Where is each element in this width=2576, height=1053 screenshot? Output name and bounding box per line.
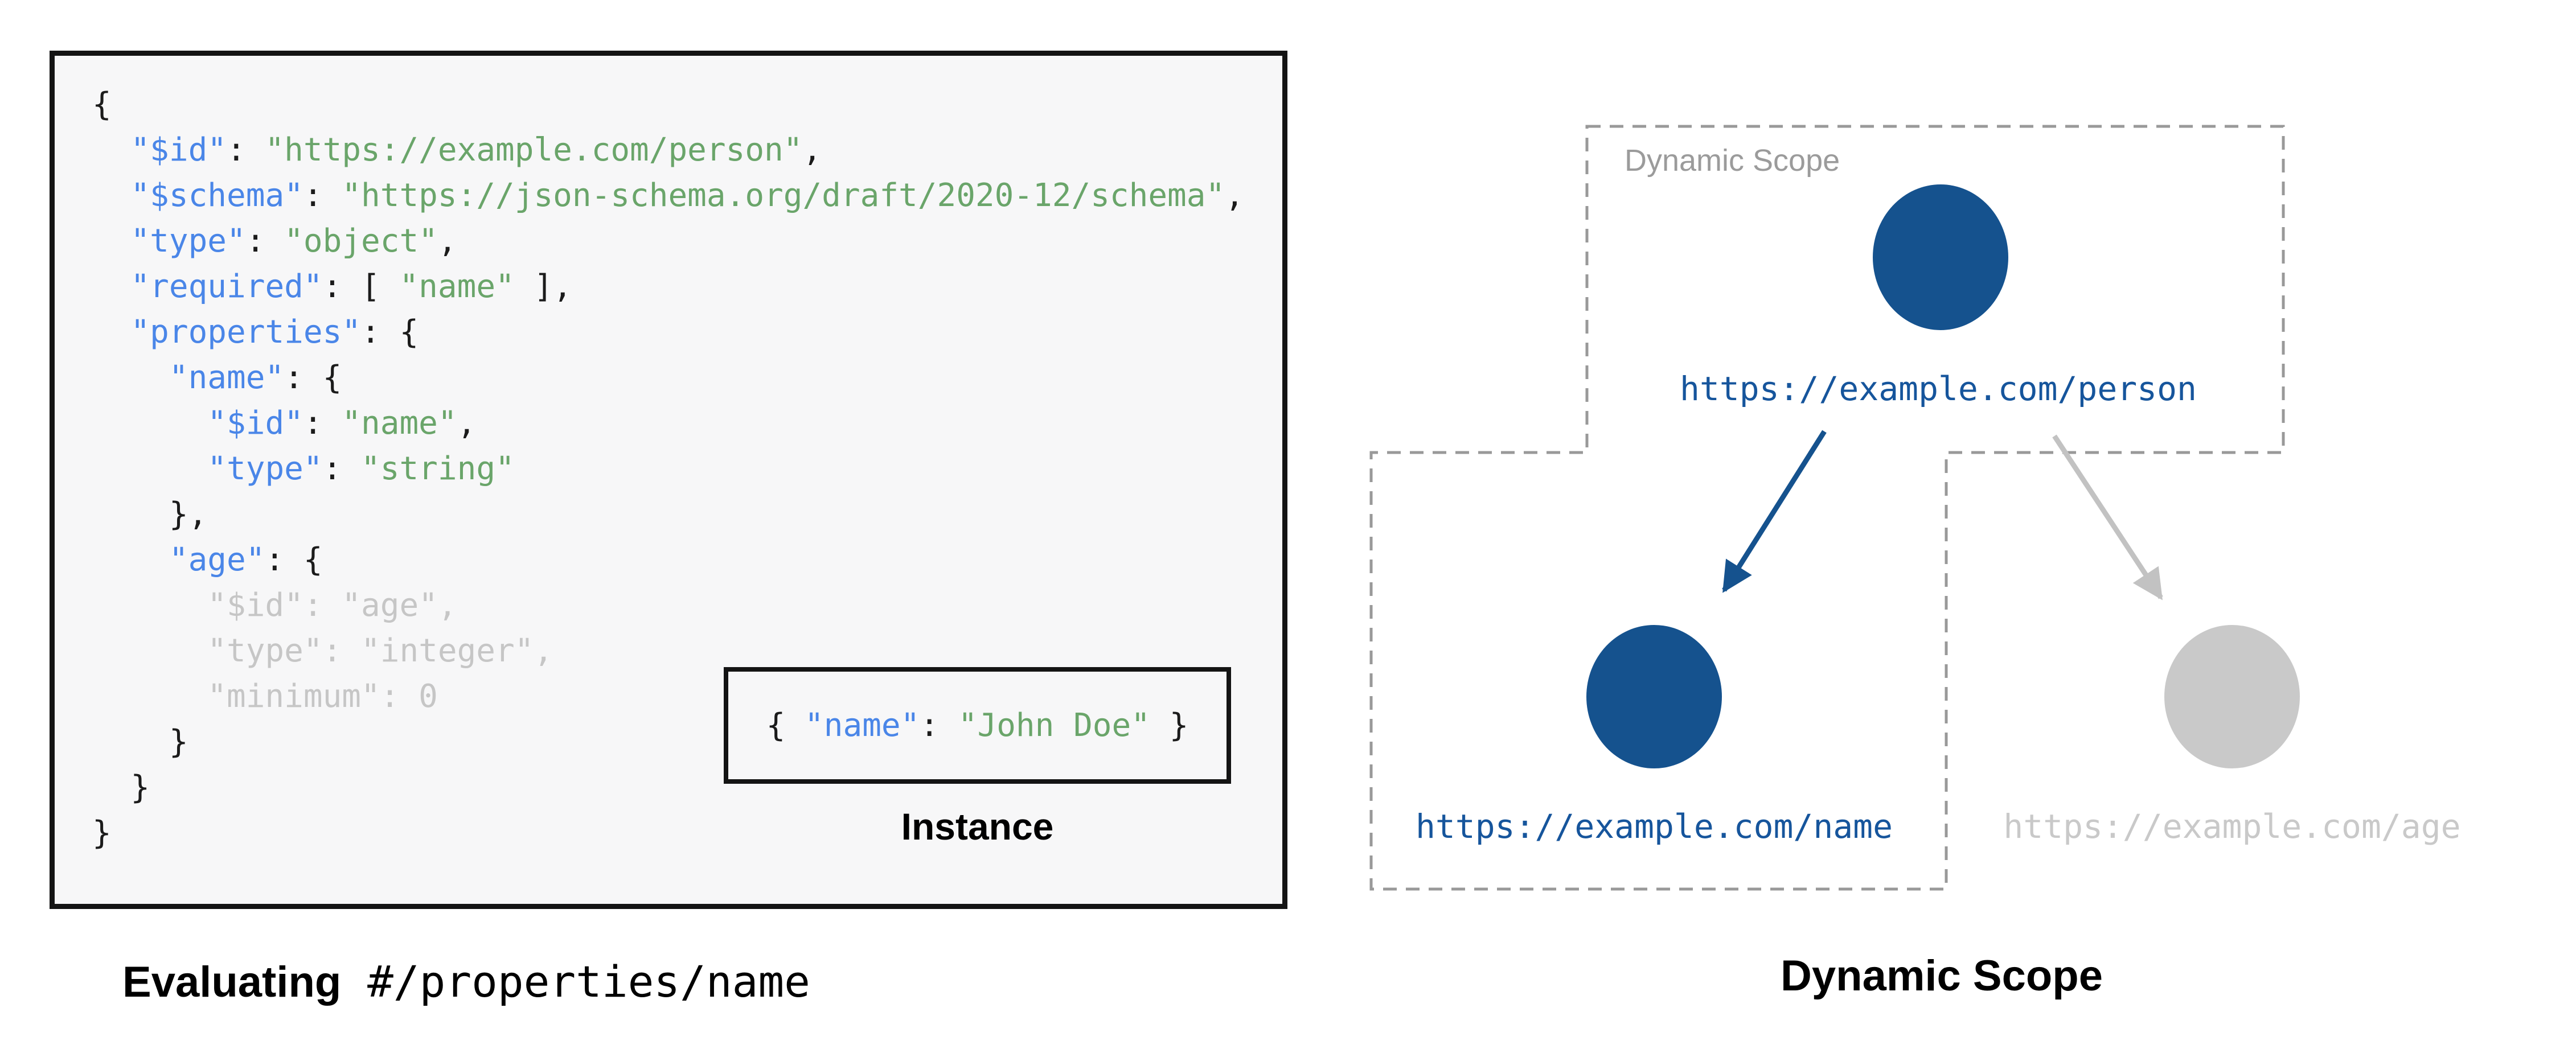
code-token: , [1225, 177, 1244, 214]
code-line: } [92, 811, 1277, 856]
code-token: "name" [342, 405, 457, 442]
code-token: : [ [322, 268, 400, 305]
code-line: { [92, 82, 1277, 127]
evaluating-caption-pointer: #/properties/name [367, 956, 810, 1007]
code-token: }, [92, 496, 208, 533]
code-token: : [303, 177, 342, 214]
code-line: "type": "object", [92, 219, 1277, 264]
code-token: "properties" [130, 314, 362, 351]
person-to-age-arrow [2052, 434, 2163, 600]
code-token: "$id" [207, 405, 303, 442]
code-token: } [92, 815, 112, 852]
code-token: "type": "integer", [92, 632, 553, 669]
code-line: "$id": "age", [92, 583, 1277, 628]
code-line: } [92, 719, 1277, 765]
code-token: : [322, 450, 362, 487]
code-token: { [92, 86, 112, 123]
code-token: : [227, 131, 265, 168]
code-token: : { [284, 359, 342, 396]
evaluating-caption: Evaluating #/properties/name [122, 956, 810, 1007]
code-token: "age" [169, 541, 265, 578]
code-token: "name" [805, 707, 920, 744]
code-token: "name" [169, 359, 285, 396]
code-line: "properties": { [92, 310, 1277, 355]
instance-box: { "name": "John Doe" } [724, 667, 1231, 784]
schema-node-age-label: https://example.com/age [2003, 807, 2460, 846]
schema-node-name-label: https://example.com/name [1416, 807, 1893, 846]
code-token: , [437, 223, 457, 260]
code-token: "https://example.com/person" [265, 131, 803, 168]
schema-code-block: { "$id": "https://example.com/person", "… [50, 51, 1287, 909]
code-token: , [457, 405, 477, 442]
dynamic-scope-caption: Dynamic Scope [1781, 952, 2103, 1000]
dynamic-scope-region-label: Dynamic Scope [1625, 143, 1840, 178]
code-token: } [92, 769, 150, 806]
code-token: ], [514, 268, 572, 305]
dynamic-scope-region-outline [1369, 125, 2285, 891]
code-token: "$id": "age", [92, 587, 457, 624]
code-token: "$schema" [130, 177, 303, 214]
code-token: "type" [207, 450, 323, 487]
person-to-name-arrow [1722, 430, 1827, 593]
code-line: "age": { [92, 537, 1277, 583]
code-line: "$schema": "https://json-schema.org/draf… [92, 173, 1277, 219]
code-token: : [303, 405, 342, 442]
code-token: "string" [361, 450, 515, 487]
code-line: "$id": "name", [92, 401, 1277, 446]
code-token: "required" [130, 268, 323, 305]
schema-node-person [1873, 184, 2008, 330]
code-token: } [92, 723, 188, 760]
code-token: : [920, 707, 958, 744]
code-token: : { [361, 314, 419, 351]
code-line: "name": { [92, 355, 1277, 401]
code-token: "https://json-schema.org/draft/2020-12/s… [342, 177, 1225, 214]
code-token: "$id" [130, 131, 227, 168]
code-token: "John Doe" [958, 707, 1150, 744]
code-token: { [766, 707, 805, 744]
code-token: "type" [130, 223, 246, 260]
schema-node-person-label: https://example.com/person [1680, 369, 2197, 408]
code-line: "$id": "https://example.com/person", [92, 127, 1277, 173]
code-token: : { [265, 541, 323, 578]
evaluating-caption-bold: Evaluating [122, 958, 342, 1006]
schema-code: { "$id": "https://example.com/person", "… [92, 82, 1277, 856]
instance-code: { "name": "John Doe" } [766, 707, 1189, 744]
code-token: , [802, 131, 822, 168]
code-line: "minimum": 0 [92, 674, 1277, 719]
code-token: "name" [399, 268, 515, 305]
instance-caption: Instance [901, 805, 1054, 848]
schema-node-name [1586, 625, 1722, 768]
code-line: } [92, 765, 1277, 811]
code-token: } [1150, 707, 1189, 744]
code-token: : [245, 223, 285, 260]
code-token: "minimum": 0 [92, 678, 438, 715]
code-line: "required": [ "name" ], [92, 264, 1277, 310]
code-line: "type": "string" [92, 446, 1277, 492]
schema-node-age [2164, 625, 2300, 768]
code-token: "object" [284, 223, 438, 260]
code-line: "type": "integer", [92, 628, 1277, 674]
code-line: }, [92, 492, 1277, 537]
